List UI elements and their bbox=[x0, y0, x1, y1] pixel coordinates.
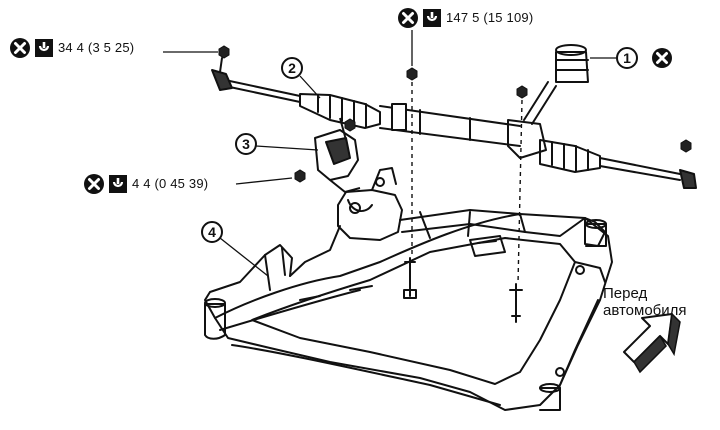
x-circle-icon bbox=[396, 6, 420, 30]
alignment-lines bbox=[411, 82, 523, 285]
callout-2: 2 bbox=[281, 57, 303, 79]
bracket-bolt bbox=[294, 169, 306, 183]
torque-label-bracket: 4 4 (0 45 39) bbox=[132, 176, 209, 191]
steering-gear-assembly bbox=[211, 44, 697, 189]
x-circle-icon bbox=[650, 46, 674, 70]
torque-label-tie-rod: 34 4 (3 5 25) bbox=[58, 40, 135, 55]
front-label-line1: Перед bbox=[603, 285, 648, 302]
callout-1-number: 1 bbox=[623, 50, 631, 66]
tie-rod-nut-right bbox=[680, 139, 692, 153]
torque-wrench-icon bbox=[107, 173, 129, 195]
callout-1: 1 bbox=[616, 47, 638, 69]
bracket-nut bbox=[344, 118, 356, 132]
callout-4: 4 bbox=[201, 221, 223, 243]
mount-nut-left bbox=[406, 67, 418, 81]
torque-wrench-icon bbox=[33, 37, 55, 59]
front-subframe bbox=[204, 167, 613, 411]
front-direction-arrow bbox=[623, 312, 681, 374]
leader-lines bbox=[163, 30, 617, 277]
mount-nut-right bbox=[516, 85, 528, 99]
x-circle-icon bbox=[82, 172, 106, 196]
tie-rod-nut-left bbox=[218, 45, 230, 59]
callout-4-number: 4 bbox=[208, 224, 216, 240]
callout-2-number: 2 bbox=[288, 60, 296, 76]
callout-3-number: 3 bbox=[242, 136, 250, 152]
torque-wrench-icon bbox=[421, 7, 443, 29]
callout-3: 3 bbox=[235, 133, 257, 155]
torque-label-mount: 147 5 (15 109) bbox=[446, 10, 534, 25]
front-of-vehicle-label: Перед автомобиля bbox=[603, 285, 713, 319]
front-label-line2: автомобиля bbox=[603, 302, 687, 319]
steering-gear-bracket bbox=[314, 117, 361, 193]
x-circle-icon bbox=[8, 36, 32, 60]
